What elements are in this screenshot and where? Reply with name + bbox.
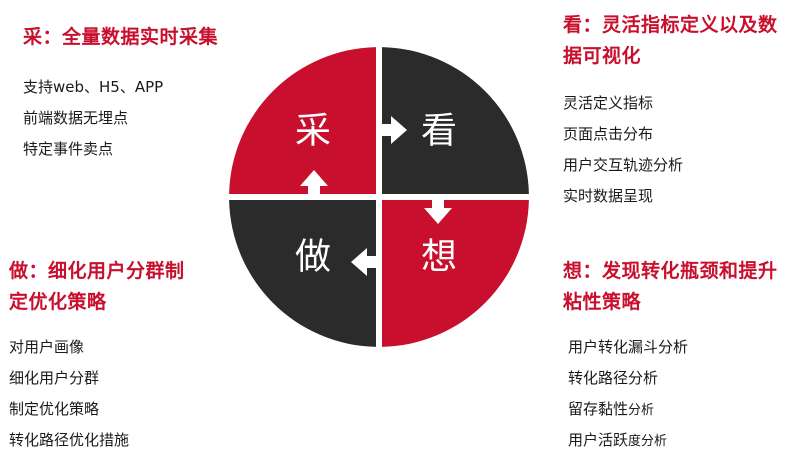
view-section: 看：灵活指标定义以及数 据可视化 灵活定义指标 页面点击分布 用户交互轨迹分析 …: [563, 10, 791, 212]
list-item-main: 用户转化漏斗分析: [568, 338, 689, 356]
collect-list: 支持web、H5、APP 前端数据无埋点 特定事件卖点: [23, 72, 238, 165]
cycle-diagram: 采 看 想 做: [229, 47, 529, 347]
arrow-down-icon: [424, 194, 452, 224]
list-item: 用户交互轨迹分析: [563, 156, 684, 174]
view-heading-line1: 看：灵活指标定义以及数: [563, 14, 778, 36]
list-item: 用户转化漏斗分析: [568, 332, 791, 363]
do-list: 对用户画像 细化用户分群 制定优化策略 转化路径优化措施: [9, 332, 214, 456]
list-item: 支持web、H5、APP: [23, 78, 164, 96]
think-heading-line2: 粘性策略: [563, 291, 642, 313]
list-item: 制定优化策略: [9, 400, 100, 418]
do-heading-line2: 定优化策略: [9, 291, 107, 313]
quadrant-do: [229, 200, 376, 347]
list-item: 灵活定义指标: [563, 94, 654, 112]
list-item: 转化路径分析: [568, 363, 791, 394]
think-label: 想: [421, 237, 457, 278]
arrow-up-icon: [300, 170, 328, 200]
list-item: 实时数据呈现: [563, 187, 654, 205]
do-section: 做：细化用户分群制 定优化策略 对用户画像 细化用户分群 制定优化策略 转化路径…: [9, 256, 214, 456]
think-section: 想：发现转化瓶颈和提升 粘性策略 用户转化漏斗分析 转化路径分析 留存黏性分析 …: [563, 256, 791, 456]
collect-section: 采：全量数据实时采集 支持web、H5、APP 前端数据无埋点 特定事件卖点: [23, 22, 238, 165]
think-heading: 想：发现转化瓶颈和提升 粘性策略: [563, 256, 791, 318]
arrow-right-icon: [377, 116, 407, 144]
list-item: 前端数据无埋点: [23, 109, 129, 127]
quadrant-collect: [229, 47, 376, 194]
view-heading: 看：灵活指标定义以及数 据可视化: [563, 10, 791, 72]
do-label: 做: [295, 237, 331, 278]
list-item: 特定事件卖点: [23, 140, 114, 158]
quadrant-view: [382, 47, 529, 194]
list-item-small: 度分析: [628, 434, 668, 449]
collect-heading: 采：全量数据实时采集: [23, 26, 219, 48]
list-item: 页面点击分布: [563, 125, 654, 143]
list-item-main: 留存黏性: [568, 400, 629, 418]
view-list: 灵活定义指标 页面点击分布 用户交互轨迹分析 实时数据呈现: [563, 88, 791, 212]
list-item-small: 分析: [628, 403, 655, 418]
do-heading: 做：细化用户分群制 定优化策略: [9, 256, 214, 318]
list-item: 对用户画像: [9, 338, 85, 356]
quadrant-think: [382, 200, 529, 347]
list-item: 细化用户分群: [9, 369, 100, 387]
view-label: 看: [421, 111, 457, 152]
collect-label: 采: [295, 111, 331, 152]
do-heading-line1: 做：细化用户分群制: [9, 260, 185, 282]
list-item-main: 转化路径分析: [568, 369, 659, 387]
think-list: 用户转化漏斗分析 转化路径分析 留存黏性分析 用户活跃度分析: [568, 332, 791, 456]
list-item: 用户活跃度分析: [568, 425, 791, 456]
view-heading-line2: 据可视化: [563, 45, 642, 67]
list-item: 留存黏性分析: [568, 394, 791, 425]
think-heading-line1: 想：发现转化瓶颈和提升: [563, 260, 778, 282]
list-item-main: 用户活跃: [568, 431, 629, 449]
list-item: 转化路径优化措施: [9, 431, 130, 449]
arrow-left-icon: [351, 248, 381, 276]
